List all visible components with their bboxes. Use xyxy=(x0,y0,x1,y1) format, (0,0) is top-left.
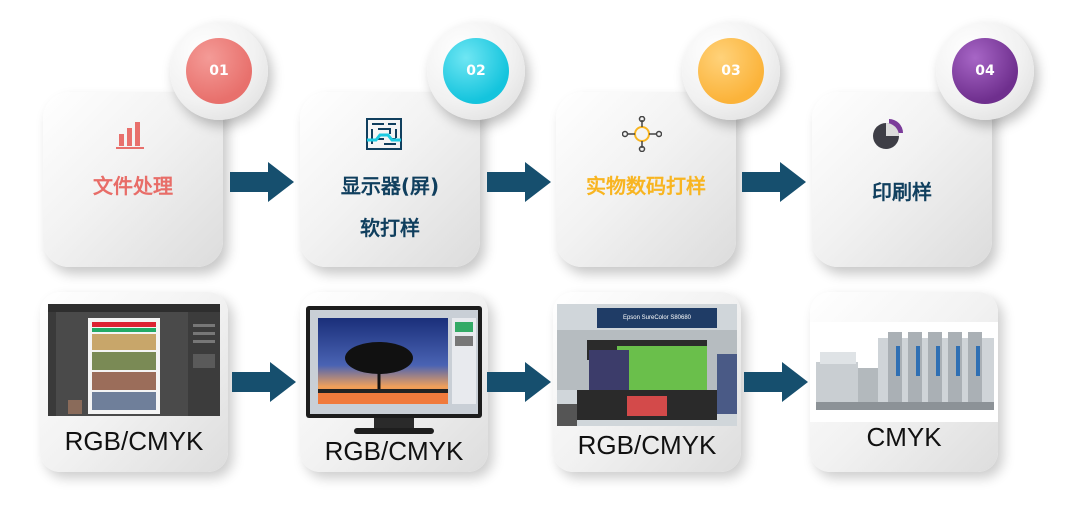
printer-image: Epson SureColor S80680 xyxy=(557,304,737,426)
step-card-3: 实物数码打样 xyxy=(556,92,736,267)
image-2-caption: RGB/CMYK xyxy=(324,436,464,466)
step-1-number: 01 xyxy=(186,38,252,104)
step-2-title-line2: 软打样 xyxy=(360,216,420,240)
image-1-caption: RGB/CMYK xyxy=(64,426,204,456)
step-card-4: 印刷样 xyxy=(812,92,992,267)
step-4-number: 04 xyxy=(952,38,1018,104)
step-4-title: 印刷样 xyxy=(872,180,932,204)
step-1-title: 文件处理 xyxy=(93,174,173,198)
step-2-badge-ring: 02 xyxy=(427,22,525,120)
image-card-4: CMYK xyxy=(810,292,998,472)
step-3-number: 03 xyxy=(698,38,764,104)
step-card-2: 显示器(屏) 软打样 xyxy=(300,92,480,267)
step-2-number: 02 xyxy=(443,38,509,104)
image-3-caption: RGB/CMYK xyxy=(577,430,717,460)
arrow-right-icon xyxy=(487,362,551,402)
monitor-image xyxy=(304,306,484,438)
image-card-2: RGB/CMYK xyxy=(300,292,488,472)
arrow-right-icon xyxy=(742,162,806,202)
bar-chart-icon xyxy=(116,122,144,149)
step-1-badge-ring: 01 xyxy=(170,22,268,120)
image-card-3: Epson SureColor S80680 RGB/CMYK xyxy=(553,292,741,472)
printing-press-image xyxy=(810,322,998,422)
arrow-right-icon xyxy=(232,362,296,402)
step-2-title-line1: 显示器(屏) xyxy=(340,174,440,198)
arrow-right-icon xyxy=(487,162,551,202)
step-card-1: 文件处理 xyxy=(43,92,223,267)
arrow-right-icon xyxy=(230,162,294,202)
step-3-title: 实物数码打样 xyxy=(586,174,706,198)
pie-chart-icon xyxy=(873,119,903,149)
network-icon xyxy=(622,116,662,152)
printer-label: Epson SureColor S80680 xyxy=(622,315,692,321)
step-4-badge-ring: 04 xyxy=(936,22,1034,120)
image-card-1: RGB/CMYK xyxy=(40,292,228,472)
image-4-caption: CMYK xyxy=(866,422,942,452)
software-screenshot-image xyxy=(48,304,220,416)
maze-icon xyxy=(366,118,402,150)
arrow-right-icon xyxy=(744,362,808,402)
step-3-badge-ring: 03 xyxy=(682,22,780,120)
